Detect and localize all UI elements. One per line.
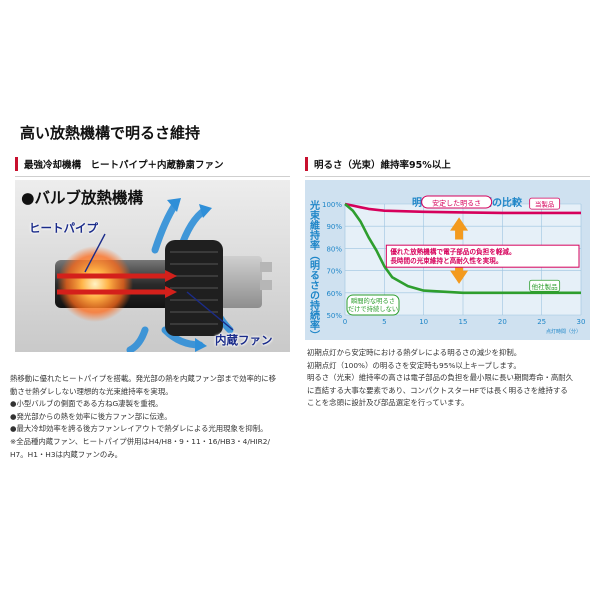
y-tick-label: 60% — [326, 290, 342, 298]
series-label: 他社製品 — [532, 282, 558, 291]
heading-accent-bar — [15, 157, 18, 171]
text-line: に直結する大事な要素であり、コンパクトスターHFでは長く明るさを維持する — [307, 385, 568, 395]
y-tick-label: 80% — [326, 245, 342, 253]
x-tick-label: 5 — [382, 318, 386, 326]
series-badge — [529, 279, 561, 292]
x-tick-label: 10 — [419, 318, 428, 326]
text-line: 初期点灯（100%）の明るさを安定時も95%以上キープします。 — [307, 360, 521, 370]
fan-label: 内蔵ファン — [215, 333, 273, 347]
right-description: 初期点灯から安定時における熱ダレによる明るさの減少を抑制。 初期点灯（100%）… — [307, 347, 592, 410]
bulb-illustration-panel: ●バルブ放熱機構 ヒートパイプ 内蔵ファン — [15, 180, 290, 352]
series-badge — [529, 197, 561, 210]
series-line-ours — [344, 202, 581, 215]
x-tick-label: 15 — [459, 318, 468, 326]
x-tick-label: 30 — [577, 318, 586, 326]
text-line: 熱移動に優れたヒートパイプを搭載。発光部の熱を内蔵ファン部まで効率的に移 — [10, 374, 277, 383]
heading-accent-bar — [305, 157, 308, 171]
text-line: 初期点灯から安定時における熱ダレによる明るさの減少を抑制。 — [307, 348, 522, 357]
message-line-1: 優れた放熱機構で電子部品の負担を軽減。 — [389, 247, 515, 256]
text-line: ことを念頭に設計及び部品選定を行っています。 — [307, 398, 469, 408]
left-description: 熱移動に優れたヒートパイプを搭載。発光部の熱を内蔵ファン部まで効率的に移 動させ… — [10, 373, 294, 461]
message-line-2: 長時間の光束維持と高耐久性を実現。 — [390, 256, 502, 265]
heat-pipe-arrows — [57, 273, 165, 295]
y-tick-label: 100% — [322, 201, 342, 209]
y-tick-label: 50% — [326, 312, 342, 320]
annotation-box — [421, 195, 493, 209]
y-tick-label: 90% — [326, 223, 342, 231]
annotation-momentary-1: 瞬間的な明るさ — [351, 296, 395, 305]
divider — [305, 176, 590, 177]
connector-base — [220, 256, 262, 308]
x-tick-label: 0 — [343, 318, 347, 326]
series-line-competitor — [344, 203, 581, 295]
luminous-flux-chart: 100% 90% 80% 70% 60% 50%0 5 10 15 20 25 30 点灯時間（分） 光束… — [308, 195, 586, 340]
left-section-heading: 最強冷却機構 ヒートパイプ＋内蔵静粛ファン — [15, 154, 224, 174]
bulb-mechanism-title: ●バルブ放熱機構 — [21, 189, 144, 207]
annotation-momentary-2: だけで持続しない — [348, 304, 398, 313]
text-line: 動させ熱ダレしない理想的な光束維持率を実現。 — [10, 386, 173, 396]
left-heading-text: 最強冷却機構 ヒートパイプ＋内蔵静粛ファン — [24, 160, 224, 171]
annotation-box — [346, 294, 400, 316]
text-line: ※全品種内蔵ファン、ヒートパイプ併用はH4/H8・9・11・16/HB3・4/H… — [10, 436, 270, 446]
page-title: 高い放熱機構で明るさ維持 — [20, 124, 201, 142]
x-tick-label: 20 — [498, 318, 507, 326]
arrow-up — [450, 217, 469, 240]
arrow-down — [450, 261, 469, 284]
chart-panel: 100% 90% 80% 70% 60% 50%0 5 10 15 20 25 30 点灯時間（分） 光束… — [305, 180, 590, 340]
y-tick-label: 70% — [326, 268, 342, 276]
x-tick-label: 25 — [537, 318, 546, 326]
annotation-stable: 安定した明るさ — [432, 199, 481, 208]
right-section-heading: 明るさ（光束）維持率95%以上 — [305, 154, 451, 174]
message-box — [385, 244, 580, 268]
x-axis-label: 点灯時間（分） — [546, 328, 581, 335]
y-axis-label: 光束維持率（明るさの持続率） — [308, 199, 321, 340]
text-line: 明るさ（光束）維持率の高さは電子部品の負担を最小限に長い期間寿命・高耐久 — [307, 373, 574, 383]
heat-pipe-label: ヒートパイプ — [29, 221, 98, 235]
text-line: ●最大冷却効率を誇る後方ファンレイアウトで熱ダレによる光用現象を抑制。 — [10, 424, 268, 434]
heat-glow — [57, 246, 133, 322]
text-line: H7。H1・H3は内蔵ファンのみ。 — [10, 449, 123, 459]
divider — [15, 176, 290, 177]
right-heading-text: 明るさ（光束）維持率95%以上 — [314, 160, 451, 171]
bulb-illustration — [55, 198, 272, 352]
series-label: 当製品 — [535, 200, 555, 209]
text-line: ●発光部からの熱を効率に後方ファン部に伝達。 — [10, 411, 172, 421]
text-line: ●小型バルブの側面である方ねG凄製を重視。 — [10, 399, 163, 409]
